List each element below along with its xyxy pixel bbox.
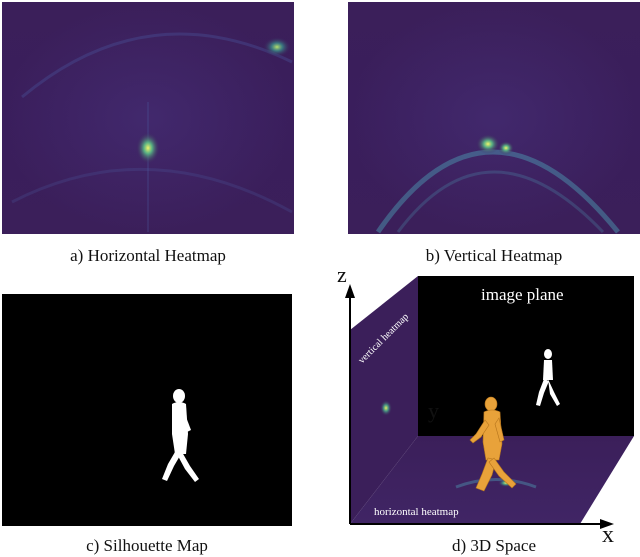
- walking-silhouette: [162, 389, 199, 482]
- 3d-space-svg: image plane vertical heatmap horizontal …: [345, 276, 634, 529]
- z-axis-label: z: [337, 262, 347, 287]
- caption-3d-space: d) 3D Space: [451, 536, 537, 555]
- y-axis-label: y: [428, 398, 439, 423]
- z-axis-arrowhead: [345, 284, 355, 298]
- walking-figure-3d: [469, 396, 517, 492]
- vertical-heatmap-pattern: [375, 134, 620, 234]
- vertical-heatmap-wall: [350, 276, 418, 524]
- x-axis-arrowhead: [600, 519, 614, 529]
- image-plane-silhouette: [536, 349, 560, 406]
- x-axis-label: x: [602, 522, 614, 548]
- horizontal-heatmap-label: horizontal heatmap: [374, 506, 459, 518]
- vertical-heatmap: [348, 2, 640, 234]
- 3d-space-diagram: image plane vertical heatmap horizontal …: [336, 262, 640, 534]
- horizontal-heatmap: [2, 2, 294, 234]
- horizontal-heatmap-pattern: [11, 32, 293, 232]
- caption-silhouette-map: c) Silhouette Map: [86, 536, 208, 555]
- image-plane-label: image plane: [481, 285, 564, 304]
- caption-horizontal-heatmap: a) Horizontal Heatmap: [70, 246, 226, 265]
- image-plane: [418, 276, 634, 436]
- caption-vertical-heatmap: b) Vertical Heatmap: [425, 246, 563, 265]
- silhouette-map: [2, 294, 292, 526]
